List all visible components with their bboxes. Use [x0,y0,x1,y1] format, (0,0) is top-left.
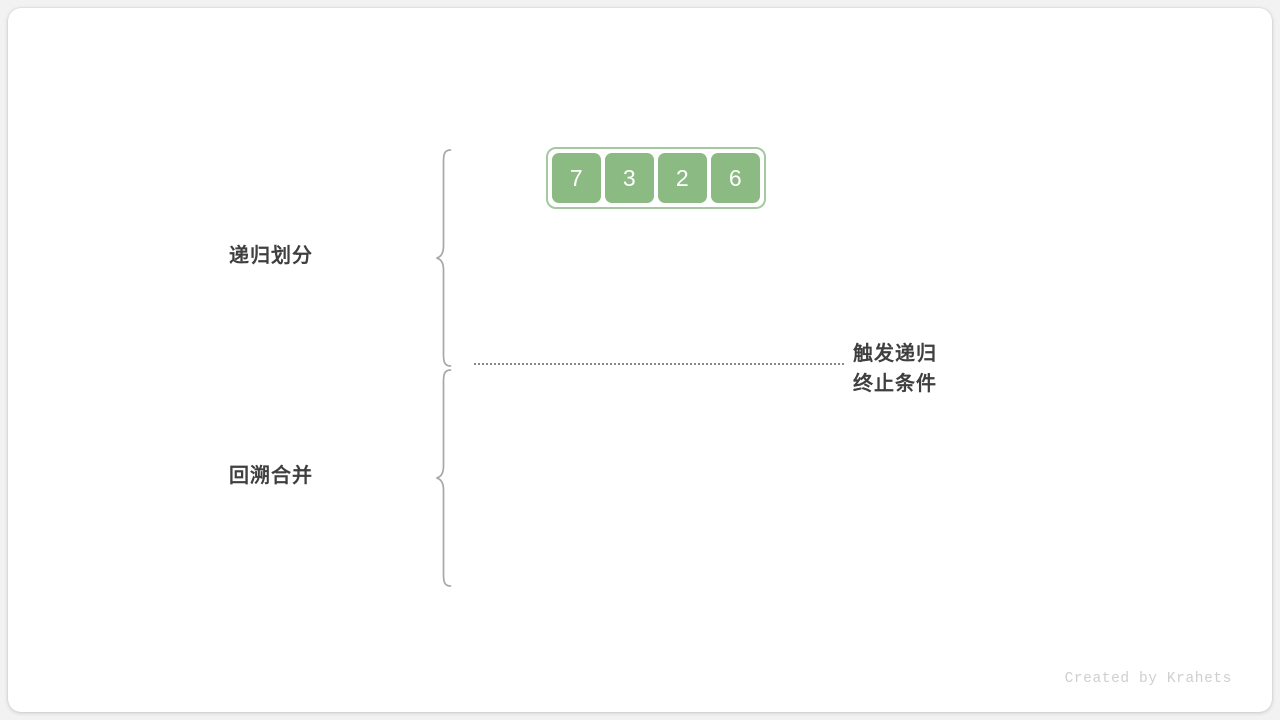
termination-condition-note: 触发递归 终止条件 [853,339,937,399]
array-cell: 3 [605,153,654,203]
section-label-divide: 递归划分 [229,245,313,267]
array-cell: 6 [711,153,760,203]
array-cell: 2 [658,153,707,203]
dotted-divider-line [474,363,844,365]
array-container: 7 3 2 6 [546,147,766,209]
credit-text: Created by Krahets [1064,671,1232,687]
diagram-card: 7 3 2 6 递归划分 回溯合并 触发递归 终止条件 Created [8,8,1272,712]
note-line-2: 终止条件 [853,373,937,395]
left-curly-brace-merge [435,368,455,588]
note-line-1: 触发递归 [853,343,937,365]
left-curly-brace-divide [435,148,455,368]
array-cell: 7 [552,153,601,203]
section-label-merge: 回溯合并 [229,465,313,487]
